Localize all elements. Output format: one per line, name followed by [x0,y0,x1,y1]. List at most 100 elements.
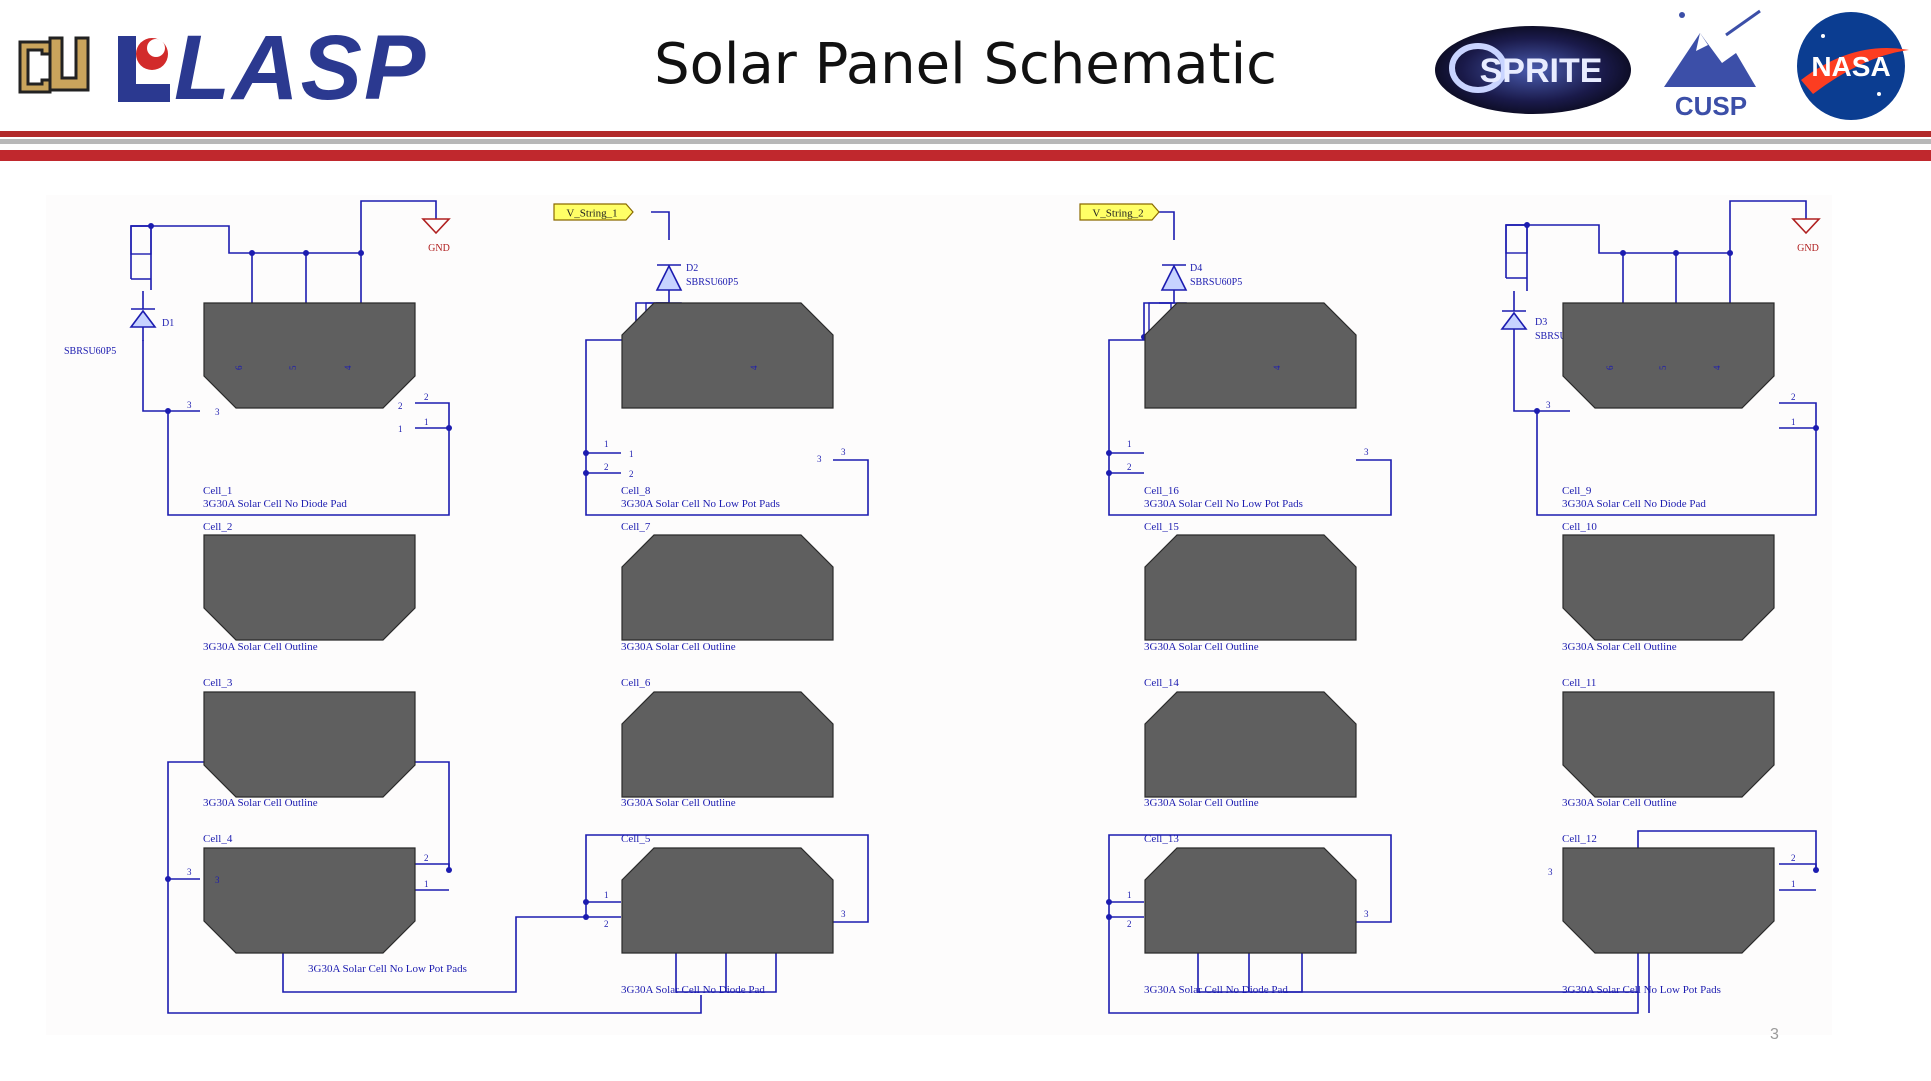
diode-d1: D1 SBRSU60P5 [64,291,174,357]
cell-8-ref: Cell_8 [621,485,651,497]
diode-d4-part: SBRSU60P5 [1190,277,1242,288]
cell-16-desc: 3G30A Solar Cell No Low Pot Pads [1144,498,1303,510]
diode-d1-ref: D1 [162,318,174,329]
solar-cell-cell-5 [621,847,834,954]
pin-number: 1 [1127,890,1132,900]
cell-4-desc: 3G30A Solar Cell No Low Pot Pads [308,963,467,975]
cell-9-desc: 3G30A Solar Cell No Diode Pad [1562,498,1706,510]
solar-cell-cell-8 [621,302,834,409]
solar-cell-cell-1 [203,302,416,409]
nasa-meatball-logo: NASA [1797,12,1909,120]
pin-number: 3 [1364,447,1369,457]
pin-number: 1 [424,879,429,889]
pin-number: 3 [841,447,846,457]
pin-number: 2 [1791,392,1796,402]
cell-5-ref: Cell_5 [621,833,651,845]
cell-12-ref: Cell_12 [1562,833,1597,845]
header-stripe-top [0,131,1931,137]
cell-6-ref: Cell_6 [621,677,651,689]
port-v-string-2-label: V_String_2 [1092,208,1143,220]
pin-number: 5 [1658,365,1668,370]
diode-d3-part: SBRSU60P5 [1535,331,1587,342]
pin-number: 3 [215,407,220,417]
ground-label-right: GND [1797,243,1819,254]
solar-cell-cell-12 [1562,847,1775,954]
cell-3-ref: Cell_3 [203,677,233,689]
slide-number: 3 [1770,1026,1779,1043]
cell-14-ref: Cell_14 [1144,677,1179,689]
cusp-logo: CUSP [1656,5,1766,123]
cell-1-ref: Cell_1 [203,485,232,497]
solar-cell-cell-13 [1144,847,1357,954]
pin-number: 1 [424,417,429,427]
pin-number: 2 [1127,919,1132,929]
pin-number: 4 [1712,365,1722,370]
solar-cell-cell-3 [203,691,416,798]
solar-panel-schematic: V_String_1 V_String_2 GND GND D1 SBRSU60… [46,195,1832,1035]
pin-number: 4 [1272,365,1282,370]
pin-number: 2 [629,469,634,479]
diode-d1-part: SBRSU60P5 [64,346,116,357]
pin-number: 3 [187,400,192,410]
cell-10-ref: Cell_10 [1562,521,1597,533]
cell-2-ref: Cell_2 [203,521,232,533]
pin-number: 5 [288,365,298,370]
pin-number: 3 [215,875,220,885]
diode-d3: D3 SBRSU60P5 [1500,291,1587,342]
wires-column-1 [130,200,869,1014]
cell-1-desc: 3G30A Solar Cell No Diode Pad [203,498,347,510]
pin-number: 2 [424,853,429,863]
solar-cell-cell-4 [203,847,416,954]
solar-cell-cell-10 [1562,534,1775,641]
pin-number: 1 [604,890,609,900]
slide-header: LASP Solar Panel Schematic SPRITE CUSP N… [0,0,1931,161]
cusp-wordmark: CUSP [1675,91,1747,121]
cu-monogram-icon [18,36,90,94]
solar-cell-cell-9 [1562,302,1775,409]
pin-number: 3 [1548,867,1553,877]
cell-13-desc: 3G30A Solar Cell No Diode Pad [1144,984,1288,996]
cell-16-ref: Cell_16 [1144,485,1179,497]
cell-11-ref: Cell_11 [1562,677,1596,689]
solar-cell-cell-15 [1144,534,1357,641]
solar-cell-cell-6 [621,691,834,798]
schematic-canvas: V_String_1 V_String_2 GND GND D1 SBRSU60… [64,200,1821,1014]
pin-number: 3 [1546,400,1551,410]
pin-number: 3 [1364,909,1369,919]
cell-6-desc: 3G30A Solar Cell Outline [621,797,736,809]
port-v-string-2: V_String_2 [1079,203,1160,221]
page-title: Solar Panel Schematic [654,32,1277,97]
header-stripe-bottom [0,150,1931,161]
pin-number: 2 [398,401,403,411]
cell-8-desc: 3G30A Solar Cell No Low Pot Pads [621,498,780,510]
pin-numbers: 3 3 2 1 2 1 6 5 4 1 2 1 2 3 3 4 3 3 2 1 … [187,365,1796,929]
cell-7-desc: 3G30A Solar Cell Outline [621,641,736,653]
lasp-logo: LASP [112,22,437,114]
cell-7-ref: Cell_7 [621,521,651,533]
diode-d3-ref: D3 [1535,317,1547,328]
pin-number: 3 [841,909,846,919]
pin-number: 2 [1127,462,1132,472]
pin-number: 6 [1605,365,1615,370]
pin-number: 2 [424,392,429,402]
cell-4-ref: Cell_4 [203,833,233,845]
pin-number: 1 [1791,879,1796,889]
pin-number: 1 [398,424,403,434]
solar-cell-cell-2 [203,534,416,641]
cell-5-desc: 3G30A Solar Cell No Diode Pad [621,984,765,996]
cell-labels: Cell_1 3G30A Solar Cell No Diode Pad Cel… [203,485,1721,996]
pin-number: 1 [1791,417,1796,427]
pin-number: 2 [1791,853,1796,863]
ground-symbol-right: GND [1791,218,1821,254]
solar-cell-cell-11 [1562,691,1775,798]
cell-14-desc: 3G30A Solar Cell Outline [1144,797,1259,809]
nasa-wordmark: NASA [1811,51,1890,82]
pin-number: 2 [604,919,609,929]
cell-15-desc: 3G30A Solar Cell Outline [1144,641,1259,653]
pin-number: 4 [343,365,353,370]
solar-cell-cell-7 [621,534,834,641]
cell-10-desc: 3G30A Solar Cell Outline [1562,641,1677,653]
pin-number: 1 [629,449,634,459]
pin-number: 1 [1127,439,1132,449]
cell-12-desc: 3G30A Solar Cell No Low Pot Pads [1562,984,1721,996]
